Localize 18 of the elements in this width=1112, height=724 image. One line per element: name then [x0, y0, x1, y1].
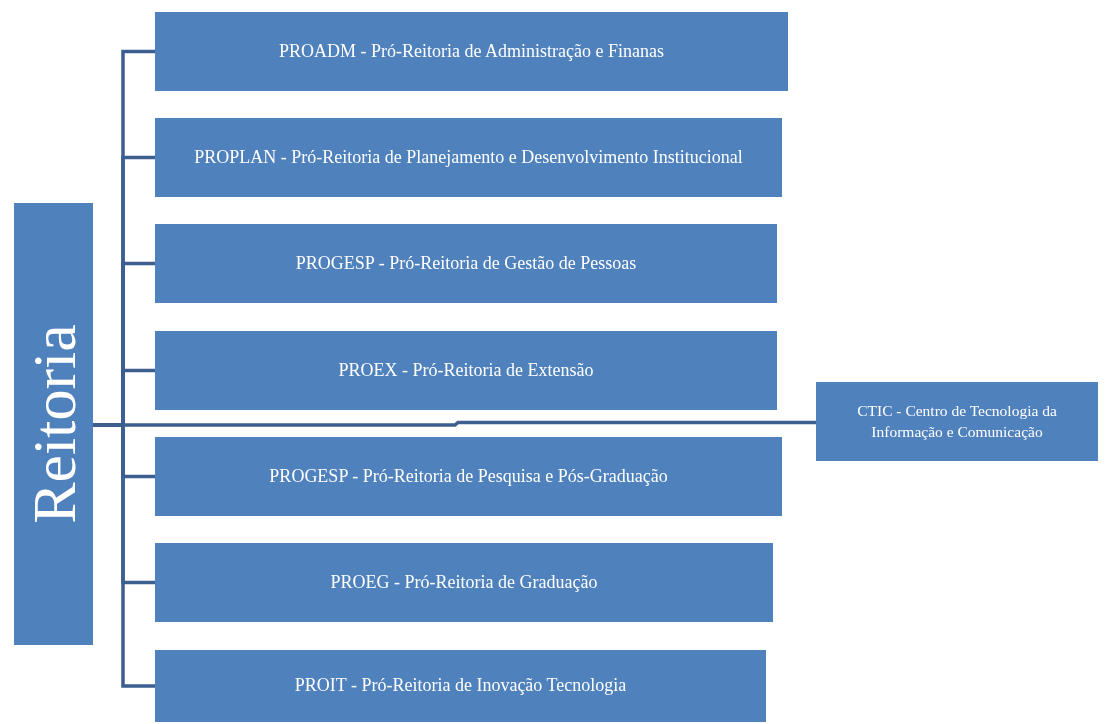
unit-label: PROEG - Pró-Reitoria de Graduação	[330, 570, 598, 594]
unit-box	[155, 543, 773, 622]
unit-label: PROGESP - Pró-Reitoria de Pesquisa e Pós-Graduação	[269, 464, 668, 488]
unit-label: PROEX - Pró-Reitoria de Extensão	[338, 358, 594, 382]
unit-box	[155, 12, 788, 91]
unit-label: PROGESP - Pró-Reitoria de Gestão de Pessoas	[295, 251, 637, 275]
unit-box	[816, 382, 1098, 461]
unit-title: Reitoria	[22, 324, 85, 524]
unit-box	[155, 224, 777, 303]
unit-label: PROIT - Pró-Reitoria de Inovação Tecnologia	[294, 674, 627, 698]
unit-box	[155, 437, 782, 516]
unit-label: CTIC - Centro de Tecnologia da Informação e Comunicação	[856, 401, 1058, 442]
unit-box	[155, 331, 777, 410]
unit-label: PROADM - Pró-Reitoria de Administração e Finanas	[279, 39, 664, 63]
unit-box	[155, 650, 766, 722]
title-box	[14, 203, 93, 645]
unit-label: PROPLAN - Pró-Reitoria de Planejamento e Desenvolvimento Institucional	[194, 145, 743, 169]
unit-box	[155, 118, 782, 197]
